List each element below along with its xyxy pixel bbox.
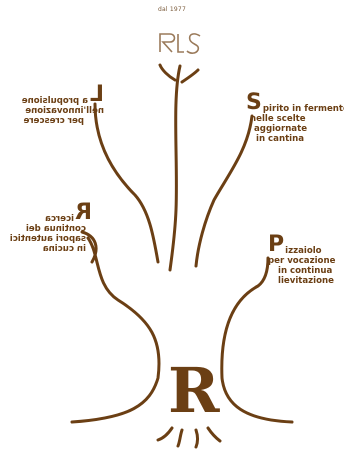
branch-p-letter: P — [268, 234, 284, 256]
branch-p-line-4: lievitazione — [278, 276, 344, 286]
branch-r-line-4: in cucina — [6, 244, 86, 254]
branch-s-line-4: in cantina — [256, 134, 344, 144]
branch-r-line-2: continua dei — [6, 224, 86, 234]
branch-r-block: R icerca continua dei sapori autentici i… — [6, 202, 92, 254]
branch-r-letter: R — [75, 202, 92, 224]
branch-l-block: L a propulsione nell'innovazione per cre… — [14, 84, 104, 126]
branch-s-letter: S — [246, 92, 262, 114]
branch-p-line-1: izzaiolo — [285, 246, 321, 256]
branch-s-line-2: nelle scelte — [250, 114, 344, 124]
branch-center-fork-left — [160, 65, 175, 80]
root-1 — [158, 428, 172, 440]
branch-center — [170, 66, 180, 270]
branch-l-line-2: nell'innovazione — [14, 106, 104, 116]
branch-s-line-1: pirito in fermento — [263, 104, 344, 114]
branch-p-line-3: in continua — [278, 266, 344, 276]
branch-s-line-3: aggiornate — [254, 124, 344, 134]
branch-s — [196, 116, 252, 266]
trunk-letter: R — [168, 354, 220, 427]
root-4 — [208, 428, 220, 441]
rls-monogram-icon — [160, 34, 200, 53]
branch-p-line-2: per vocazione — [268, 256, 344, 266]
branch-p-block: P izzaiolo per vocazione in continua lie… — [268, 234, 344, 286]
branch-l-line-1: a propulsione — [22, 96, 88, 106]
branch-l-line-3: per crescere — [14, 116, 84, 126]
branch-l-letter: L — [90, 84, 104, 106]
branch-r-line-3: sapori autentici — [6, 234, 86, 244]
branch-l — [95, 104, 158, 262]
trunk-left-edge — [72, 238, 159, 422]
root-3 — [196, 430, 198, 447]
branch-center-fork-right — [182, 70, 198, 82]
root-2 — [178, 430, 182, 446]
branch-s-block: S pirito in fermento nelle scelte aggior… — [246, 92, 344, 144]
since-label: dal 1977 — [0, 6, 344, 13]
trunk-letter-block: R — [168, 360, 220, 422]
branch-r-line-1: icerca — [45, 214, 74, 224]
